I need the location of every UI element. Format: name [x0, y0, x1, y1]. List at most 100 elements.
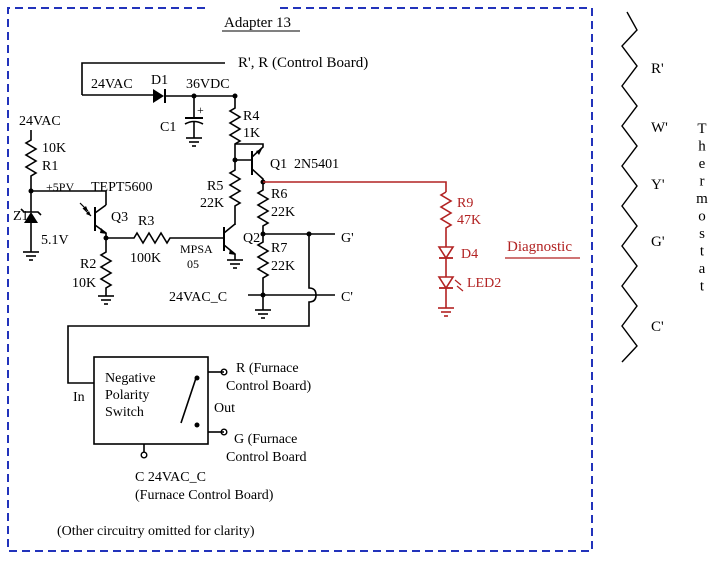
thermostat-letter: r [700, 174, 705, 190]
thermostat-letter: t [700, 279, 705, 295]
resistor-r3 [106, 231, 224, 245]
pv5-label: +5PV [46, 180, 74, 194]
switch-in-label: In [73, 390, 85, 405]
thermostat-terminals: R' W' Y' G' C' [651, 61, 668, 335]
c1-plus: + [197, 103, 204, 117]
z1-value: 5.1V [41, 233, 69, 248]
diagnostic-wire [263, 181, 447, 192]
thermostat-edge [621, 11, 638, 363]
thermostat-terminal: G' [651, 234, 665, 250]
r3-label: R3 [138, 214, 154, 229]
q3-label: Q3 [111, 210, 128, 225]
thermostat-terminal: C' [651, 319, 664, 335]
thermostat-terminal: Y' [651, 177, 665, 193]
tept-label: TEPT5600 [91, 180, 152, 195]
q2-label: Q2 [243, 231, 260, 246]
thermostat-letter: o [698, 209, 706, 225]
thermostat-letter: h [698, 139, 706, 155]
resistor-r6 [256, 182, 270, 234]
r4-value: 1K [243, 126, 260, 141]
r5-value: 22K [200, 196, 224, 211]
g-terminal [220, 428, 228, 436]
thermostat-terminal: W' [651, 120, 668, 136]
c1-plate-bottom [184, 120, 204, 125]
r1-value: 10K [42, 141, 66, 156]
ground-c-prime [255, 309, 271, 319]
led-led2 [437, 276, 464, 292]
r-furnace-line-2: Control Board) [226, 379, 311, 394]
r-terminal [220, 368, 228, 376]
q2-arrow [229, 249, 236, 255]
resistor-r2 [99, 238, 113, 296]
thermostat-letter: e [699, 156, 706, 172]
r7-label: R7 [271, 241, 287, 256]
r3-value: 100K [130, 251, 161, 266]
led2-label: LED2 [467, 276, 501, 291]
ground-z1 [23, 251, 39, 261]
switch-line-2: Polarity [105, 388, 149, 403]
thermostat-letter: s [699, 226, 705, 242]
d4-label: D4 [461, 247, 478, 262]
resistor-r5 [228, 160, 242, 220]
r2-label: R2 [80, 257, 96, 272]
mpsa-label: MPSA [180, 242, 213, 256]
mpsa-suffix: 05 [187, 257, 199, 271]
thermostat-terminal: R' [651, 61, 664, 77]
q1-collector [251, 168, 264, 182]
ground-c1 [186, 137, 202, 147]
c1-label: C1 [160, 120, 176, 135]
light-icon [79, 202, 92, 217]
r2-value: 10K [72, 276, 96, 291]
resistor-r1 [24, 130, 38, 191]
thermostat-letter: t [700, 244, 705, 260]
g-prime-label: G' [341, 231, 354, 246]
top-rail-label: R', R (Control Board) [238, 55, 368, 71]
r7-value: 22K [271, 259, 295, 274]
q3-collector [94, 204, 107, 214]
r6-label: R6 [271, 187, 287, 202]
resistor-r4 [228, 96, 242, 160]
q1-emitter-wire [235, 143, 264, 145]
switch-contact-r [194, 375, 200, 381]
switch-contact-g [194, 422, 200, 428]
pv5-rail [31, 190, 107, 205]
c-furnace-line-2: (Furnace Control Board) [135, 488, 274, 503]
r9-label: R9 [457, 196, 473, 211]
q1-part: 2N5401 [294, 157, 339, 172]
r4-label: R4 [243, 109, 259, 124]
g-furnace-line-1: G (Furnace [234, 432, 297, 447]
ground-r2 [98, 295, 114, 305]
q1-emitter [251, 145, 264, 158]
adapter-title: Adapter 13 [224, 15, 291, 31]
ground-q2 [227, 259, 243, 269]
omitted-note: (Other circuitry omitted for clarity) [57, 524, 255, 539]
q1-arrow [256, 149, 262, 155]
zener-z1 [20, 208, 42, 223]
switch-out-label: Out [214, 401, 235, 416]
diagnostic-label: Diagnostic [507, 239, 572, 255]
vdc36-label: 36VDC [186, 77, 230, 92]
g-to-switch-wire [67, 234, 317, 384]
r-furnace-line-1: R (Furnace [236, 361, 299, 376]
r5-label: R5 [207, 179, 223, 194]
switch-line-3: Switch [105, 405, 144, 420]
c-terminal [140, 451, 148, 459]
c-prime-label: C' [341, 290, 353, 305]
thermostat-letter: m [696, 191, 708, 207]
q2-collector [223, 223, 236, 234]
thermostat-letter: a [699, 261, 706, 277]
diode-d1 [153, 89, 166, 103]
c-furnace-line-1: C 24VAC_C [135, 470, 206, 485]
switch-line-1: Negative [105, 371, 156, 386]
r9-value: 47K [457, 213, 481, 228]
polarity-switch-box [93, 356, 209, 445]
vac24-top-label: 24VAC [19, 114, 61, 129]
q3-arrow [100, 228, 107, 234]
resistor-r9 [439, 191, 453, 247]
adapter-border [7, 7, 593, 552]
vac24-c-label: 24VAC_C [169, 290, 227, 305]
switch-blade [180, 377, 197, 424]
